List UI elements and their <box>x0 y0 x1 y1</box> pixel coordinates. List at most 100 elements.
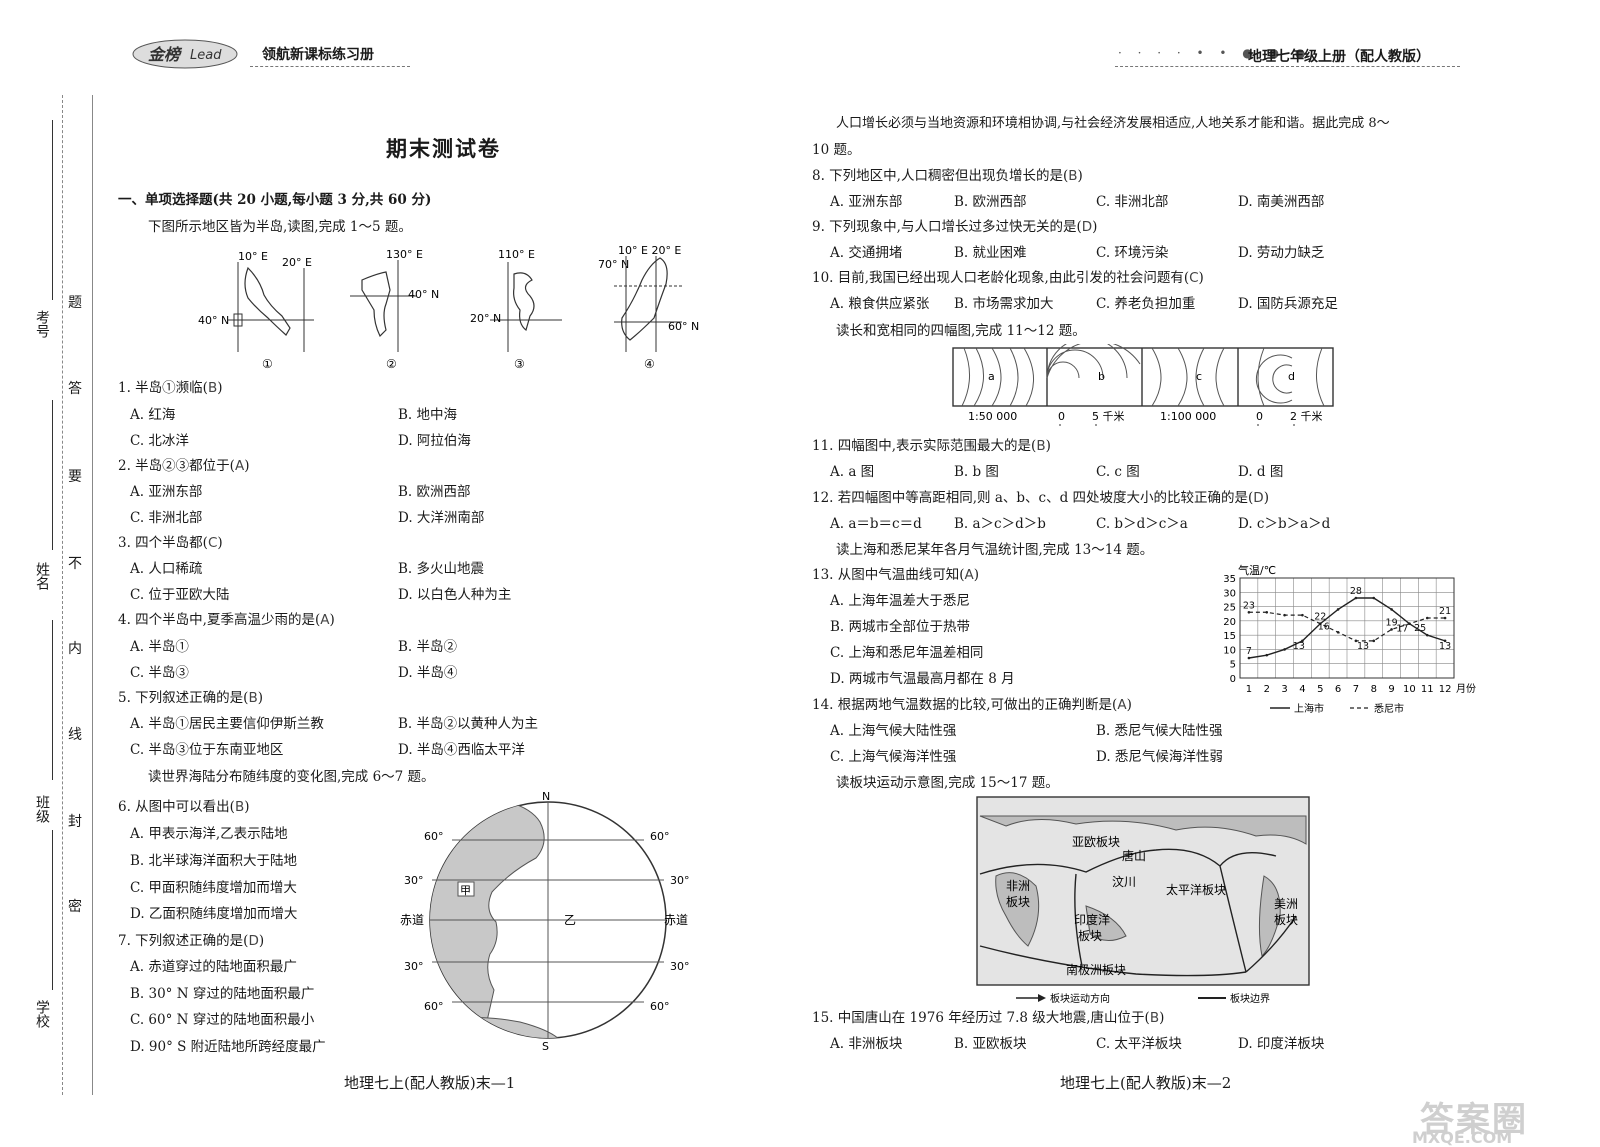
field-name: 姓名 <box>34 562 50 590</box>
q15-option-b: B. 亚欧板块 <box>954 1036 1027 1052</box>
blank-exam-no <box>52 120 53 300</box>
globe-n: N <box>542 792 550 803</box>
q6-option-d: D. 乙面积随纬度增加而增大 <box>130 906 298 922</box>
q2-option-d: D. 大洋洲南部 <box>398 510 485 526</box>
q8-option-a: A. 亚洲东部 <box>830 194 903 210</box>
q2-stem: 2. 半岛②③都位于(A) <box>118 458 250 474</box>
point-s1-m6 <box>1336 630 1340 634</box>
q9-option-c: C. 环境污染 <box>1096 245 1169 261</box>
series-line-0 <box>1248 597 1446 659</box>
q4-option-b: B. 半岛② <box>398 639 458 655</box>
field-school: 学校 <box>34 1000 50 1028</box>
map2-lat: 40° N <box>408 288 439 301</box>
map4-lat1: 70° N <box>598 258 629 271</box>
svg-text:Lead: Lead <box>190 48 222 63</box>
point-s0-m3 <box>1283 648 1286 651</box>
q1-option-a: A. 红海 <box>130 407 176 423</box>
data-label-6: 25 <box>1414 623 1426 634</box>
q14-option-c: C. 上海气候海洋性强 <box>830 749 957 765</box>
x-tick-7: 8 <box>1371 684 1377 695</box>
intro-q1-5: 下图所示地区皆为半岛,读图,完成 1～5 题。 <box>148 219 412 235</box>
point-s1-m1 <box>1247 610 1251 614</box>
globe-lat30s-left: 30° <box>404 960 424 973</box>
q7-stem: 7. 下列叙述正确的是(D) <box>118 933 265 949</box>
point-s1-m10 <box>1408 622 1411 626</box>
q11-option-c: C. c 图 <box>1096 464 1140 480</box>
point-s0-m1 <box>1247 656 1251 660</box>
land-sea-globe-diagram: N S 60° 60° 30° 30° 赤道 赤道 30° 30° 60° 60… <box>400 792 690 1052</box>
header-dots: · · · · • • ● ● ● <box>1118 46 1312 60</box>
svg-text:金榜: 金榜 <box>148 45 183 64</box>
blank-name <box>52 400 53 550</box>
q14-option-a: A. 上海气候大陆性强 <box>830 723 957 739</box>
x-tick-8: 9 <box>1388 684 1394 695</box>
label-wenchuan: 汶川 <box>1112 874 1136 889</box>
point-s1-m12 <box>1443 616 1447 620</box>
intro-q8-10-line2: 10 题。 <box>812 142 861 158</box>
map1-lon2: 20° E <box>282 256 312 269</box>
q4-option-c: C. 半岛③ <box>130 665 189 681</box>
q13-option-b: B. 两城市全部位于热带 <box>830 619 971 635</box>
q6-option-a: A. 甲表示海洋,乙表示陆地 <box>130 826 288 842</box>
q13-stem: 13. 从图中气温曲线可知(A) <box>812 567 980 583</box>
y-tick-4: 20 <box>1223 617 1236 628</box>
q6-option-b: B. 北半球海洋面积大于陆地 <box>130 853 298 869</box>
q12-answer: D <box>1253 490 1264 506</box>
seal-char-6: 线 <box>68 727 82 743</box>
intro-q6-7: 读世界海陆分布随纬度的变化图,完成 6～7 题。 <box>148 769 435 785</box>
seal-char-7: 封 <box>68 814 82 830</box>
y-tick-7: 35 <box>1223 574 1236 585</box>
blank-class <box>52 620 53 780</box>
map3-lon: 110° E <box>498 248 535 261</box>
q9-answer: D <box>1081 219 1093 235</box>
map-label-d: d <box>1288 370 1295 383</box>
q11-option-a: A. a 图 <box>830 464 875 480</box>
q10-answer: C <box>1189 270 1199 286</box>
seal-char-5: 内 <box>68 641 82 657</box>
q4-option-d: D. 半岛④ <box>398 665 458 681</box>
book-title: 地理七年级上册（配人教版） <box>1248 49 1430 65</box>
watermark-url: MXQE.COM <box>1412 1128 1513 1147</box>
q8-answer: B <box>1068 168 1078 184</box>
data-label-9: 7 <box>1246 646 1252 657</box>
y-tick-1: 5 <box>1230 660 1236 671</box>
seal-char-2: 答 <box>68 381 82 397</box>
intro-q15-17: 读板块运动示意图,完成 15～17 题。 <box>836 775 1059 791</box>
q14-option-b: B. 悉尼气候大陆性强 <box>1096 723 1223 739</box>
q5-option-b: B. 半岛②以黄种人为主 <box>398 716 539 732</box>
map4-lon: 10° E 20° E <box>618 244 681 257</box>
globe-lat60n-right: 60° <box>650 830 670 843</box>
point-s1-m3 <box>1283 613 1286 617</box>
q5-option-c: C. 半岛③位于东南亚地区 <box>130 742 284 758</box>
q12-option-d: D. c＞b＞a＞d <box>1238 516 1331 532</box>
q12-stem: 12. 若四幅图中等高距相同,则 a、b、c、d 四处坡度大小的比较正确的是(D… <box>812 490 1269 506</box>
point-s0-m9 <box>1390 608 1393 611</box>
blank-school <box>52 830 53 990</box>
series-label: 领航新课标练习册 <box>262 47 374 63</box>
map4-lat2: 60° N <box>668 320 699 333</box>
binding-line-2 <box>92 95 93 1095</box>
x-tick-2: 3 <box>1281 684 1287 695</box>
data-label-2: 19 <box>1386 617 1398 628</box>
label-african-plate-2: 板块 <box>1006 895 1030 909</box>
header-logo: 金榜 Lead <box>130 34 240 70</box>
globe-equator-left: 赤道 <box>400 913 424 927</box>
q8-option-d: D. 南美洲西部 <box>1238 194 1325 210</box>
globe-lat60s-left: 60° <box>424 1000 444 1013</box>
data-label-7: 17 <box>1396 624 1408 635</box>
data-label-8: 21 <box>1439 606 1451 617</box>
point-s1-m4 <box>1301 613 1304 617</box>
scale-d-end: 2 千米 <box>1290 410 1323 423</box>
map3-lat: 20° N <box>470 312 501 325</box>
q15-option-c: C. 太平洋板块 <box>1096 1036 1182 1052</box>
point-s1-m7 <box>1354 639 1358 643</box>
q3-option-a: A. 人口稀疏 <box>130 561 203 577</box>
q9-stem: 9. 下列现象中,与人口增长过多过快无关的是(D) <box>812 219 1098 235</box>
q14-option-d: D. 悉尼气候海洋性弱 <box>1096 749 1223 765</box>
map-1: 10° E 20° E 40° N ① <box>198 250 314 371</box>
globe-jia: 甲 <box>460 884 471 897</box>
scale-b-end: 5 千米 <box>1092 410 1125 423</box>
y-tick-5: 25 <box>1223 603 1236 614</box>
q7-answer: D <box>248 933 259 949</box>
q9-option-a: A. 交通拥堵 <box>830 245 903 261</box>
